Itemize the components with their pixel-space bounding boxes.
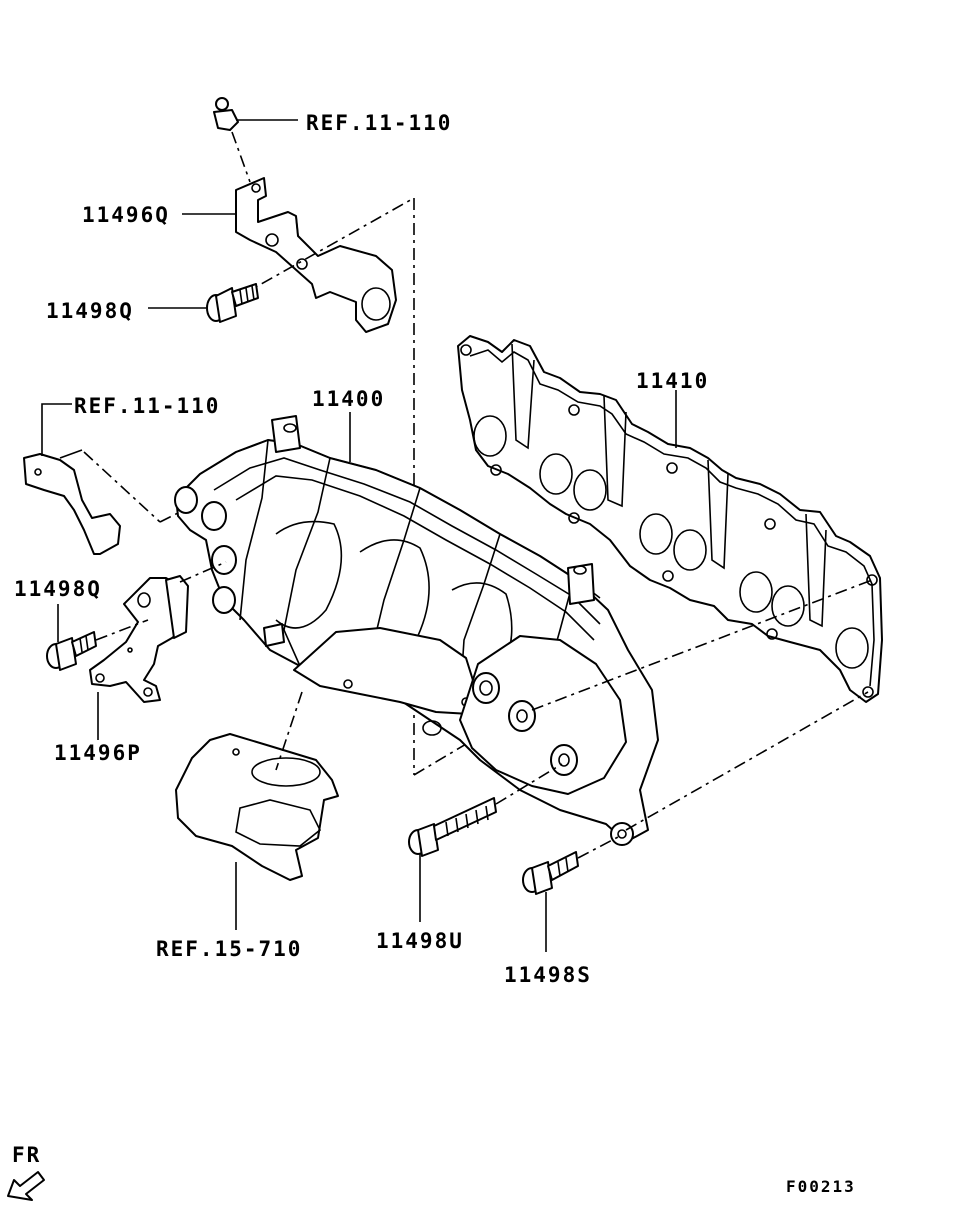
label-bolt-11498u: 11498U xyxy=(376,929,464,953)
sensor-stud-top xyxy=(213,97,298,183)
figure-code: F00213 xyxy=(786,1177,856,1196)
front-arrow-icon xyxy=(7,1171,45,1201)
gasket-11410 xyxy=(457,335,883,703)
bolt-11498q-top xyxy=(206,283,259,323)
intake-manifold-11400 xyxy=(174,415,659,846)
throttle-body-ref-15-710 xyxy=(175,733,339,881)
label-fr: FR xyxy=(12,1143,41,1167)
bracket-11496q xyxy=(235,177,397,333)
bracket-ref-11-110-left xyxy=(23,449,121,555)
label-ref-11-110-top: REF.11-110 xyxy=(306,111,452,135)
bolt-11498s xyxy=(522,851,579,895)
bolt-11498q-left xyxy=(46,631,97,671)
label-ref-15-710: REF.15-710 xyxy=(156,937,302,961)
label-bracket-11496p: 11496P xyxy=(54,741,142,765)
label-gasket-11410: 11410 xyxy=(636,369,709,393)
bracket-11496p xyxy=(89,575,189,703)
label-manifold-11400: 11400 xyxy=(312,387,385,411)
bolt-11498u xyxy=(408,797,497,857)
label-bolt-11498q-left: 11498Q xyxy=(14,577,102,601)
label-bolt-11498s: 11498S xyxy=(504,963,592,987)
label-ref-11-110-left: REF.11-110 xyxy=(74,394,220,418)
label-bolt-11498q-top: 11498Q xyxy=(46,299,134,323)
label-bracket-11496q: 11496Q xyxy=(82,203,170,227)
